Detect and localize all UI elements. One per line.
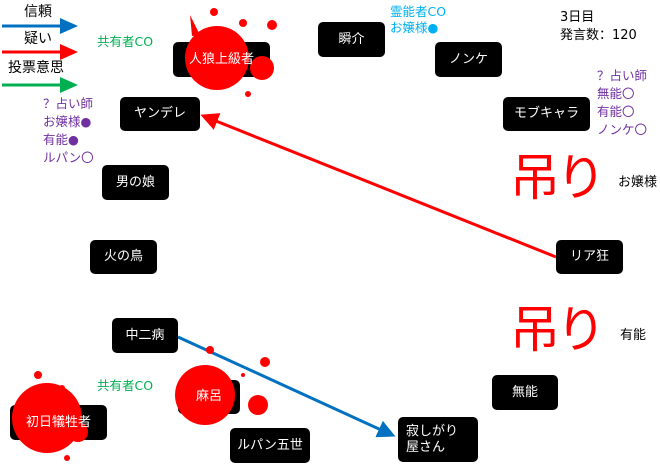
node-riakyo[interactable]: リア狂 (556, 240, 623, 274)
hang-target-1: お嬢様 (618, 175, 658, 190)
node-yandere[interactable]: ヤンデレ (120, 97, 200, 131)
note-line: 霊能者CO (390, 4, 447, 19)
node-maro[interactable]: 麻呂 (195, 389, 222, 404)
note-line: ？占い師 (43, 96, 94, 111)
legend-trust-arrow (2, 18, 78, 34)
note-seer-right: ？占い師 無能〇 有能〇 ノンケ〇 (597, 68, 647, 138)
node-sabishigari[interactable]: 寂しがり屋さん (398, 417, 478, 462)
note-co-sharer-2: 共有者CO (97, 378, 154, 393)
hang-mark-2: 吊り (510, 301, 606, 359)
node-hinotori[interactable]: 火の鳥 (90, 240, 157, 274)
node-munou[interactable]: 無能 (492, 375, 558, 410)
legend-vote-label: 投票意思 (8, 60, 64, 76)
node-otokonoko[interactable]: 男の娘 (102, 165, 169, 200)
node-nonke[interactable]: ノンケ (435, 42, 502, 77)
doubt-arrow-riakyo-to-yandere (200, 113, 557, 259)
note-line: 有能● (43, 132, 79, 147)
node-werewolf-expert[interactable]: 人狼上級者 (188, 51, 254, 67)
note-seer-left: ？占い師 お嬢様● 有能● ルパン〇 (43, 96, 94, 166)
note-line: お嬢様● (390, 20, 439, 35)
hang-mark-1: 吊り (510, 149, 606, 207)
note-line: 無能〇 (597, 86, 635, 101)
note-line: お嬢様● (43, 114, 92, 129)
post-count: 発言数：120 (560, 28, 637, 43)
legend-doubt-label: 疑い (24, 31, 52, 47)
note-co-sharer-1: 共有者CO (97, 34, 154, 49)
note-line: ？占い師 (597, 68, 648, 83)
note-line: 有能〇 (597, 104, 635, 119)
note-line: ノンケ〇 (597, 122, 648, 137)
hang-target-2: 有能 (620, 328, 647, 343)
node-lupin[interactable]: ルパン五世 (230, 428, 310, 463)
legend-trust-label: 信頼 (24, 4, 52, 20)
node-shunsuke[interactable]: 瞬介 (318, 22, 385, 57)
day-label: 3日目 (560, 10, 595, 25)
legend-vote-arrow (2, 77, 78, 93)
note-line: ルパン〇 (43, 150, 94, 165)
note-medium: 霊能者CO お嬢様● (390, 4, 446, 36)
node-chunibyo[interactable]: 中二病 (112, 318, 178, 353)
node-first-victim[interactable]: 初日犠牲者 (25, 414, 91, 430)
legend-doubt-arrow (2, 44, 78, 60)
node-mobchara[interactable]: モブキャラ (503, 97, 590, 131)
